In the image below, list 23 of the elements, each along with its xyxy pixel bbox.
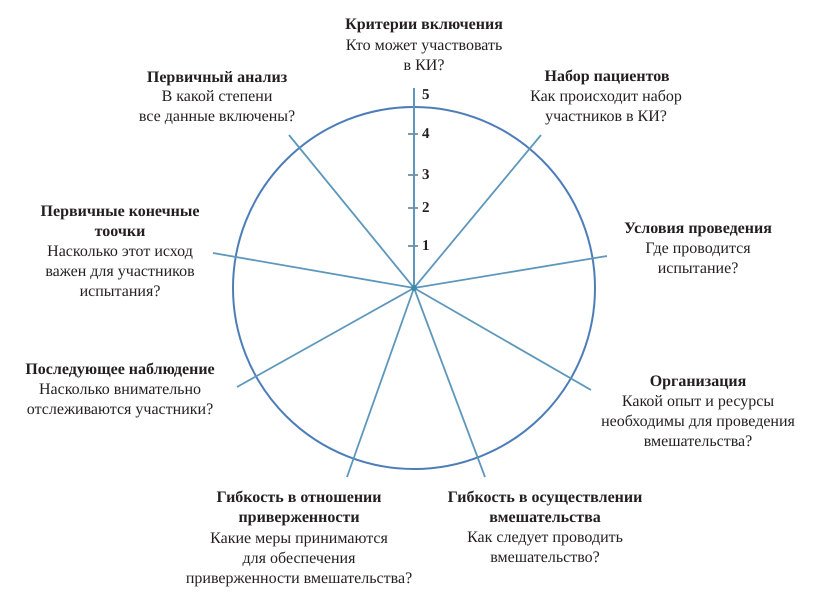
criterion-heading: Последующее наблюдение: [25, 360, 215, 380]
criterion-question: Где проводится испытание?: [645, 239, 751, 279]
criterion-heading: Организация: [650, 372, 746, 392]
scale-number: 2: [422, 199, 430, 218]
scale-number: 1: [422, 237, 430, 256]
criterion-heading: Гибкость в осуществлении вмешательства: [448, 488, 642, 528]
criterion-question: Насколько этот исход важен для участников испытания?: [45, 242, 195, 302]
criterion-question: Как происходит набор участников в КИ?: [530, 87, 682, 127]
criterion-heading: Набор пациентов: [544, 67, 670, 87]
criterion-heading: Первичный анализ: [146, 68, 288, 88]
scale-number: 3: [422, 166, 430, 185]
criterion-question: Как следует проводить вмешательство?: [467, 528, 623, 568]
criterion-heading: Гибкость в отношении приверженности: [216, 488, 382, 528]
criterion-question: Насколько внимательно отслеживаются участники?: [26, 380, 214, 420]
scale-number: 5: [422, 86, 430, 105]
criterion-heading: Критерии включения: [345, 15, 503, 35]
criterion-heading: Условия проведения: [624, 219, 772, 239]
criterion-question: Кто может участвовать в КИ?: [346, 36, 502, 76]
criterion-question: В какой степени все данные включены?: [138, 87, 296, 127]
scale-number: 4: [422, 125, 430, 144]
criterion-heading: Первичные конечные тоочки: [40, 202, 200, 242]
criterion-question: Какие меры принимаются для обеспечения приверженности вмешательства?: [186, 529, 412, 589]
criterion-question: Какой опыт и ресурсы необходимы для проведения вмешательства?: [601, 392, 795, 452]
